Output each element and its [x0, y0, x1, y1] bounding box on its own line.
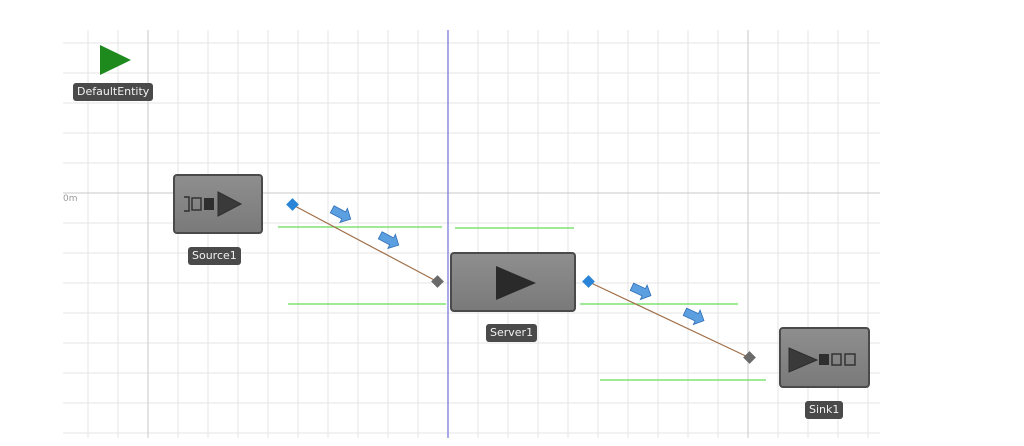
server-block[interactable]: [450, 252, 576, 312]
play-icon: [496, 266, 536, 300]
sink-block[interactable]: [779, 327, 870, 388]
input-port-icon[interactable]: [431, 275, 444, 288]
flow-arrow-icon: [629, 282, 652, 301]
sink-queue-icon: [788, 347, 856, 373]
source-queue-icon: [184, 191, 243, 217]
source-block[interactable]: [173, 174, 263, 234]
connector-source-to-server[interactable]: [286, 198, 444, 288]
default-entity-label[interactable]: DefaultEntity: [73, 83, 154, 101]
default-entity-play-icon[interactable]: [100, 45, 131, 75]
output-port-icon[interactable]: [286, 198, 299, 211]
source-label[interactable]: Source1: [188, 247, 241, 265]
guide-lines: [278, 226, 766, 381]
connector-server-to-sink[interactable]: [582, 275, 756, 364]
flow-arrow-icon: [682, 307, 705, 326]
output-port-icon[interactable]: [582, 275, 595, 288]
sink-label[interactable]: Sink1: [805, 401, 844, 419]
origin-label: 0m: [63, 194, 78, 204]
server-label[interactable]: Server1: [486, 324, 538, 342]
flow-arrow-icon: [329, 205, 352, 224]
grid: [63, 30, 880, 438]
input-port-icon[interactable]: [743, 351, 756, 364]
flow-arrow-icon: [377, 231, 400, 250]
